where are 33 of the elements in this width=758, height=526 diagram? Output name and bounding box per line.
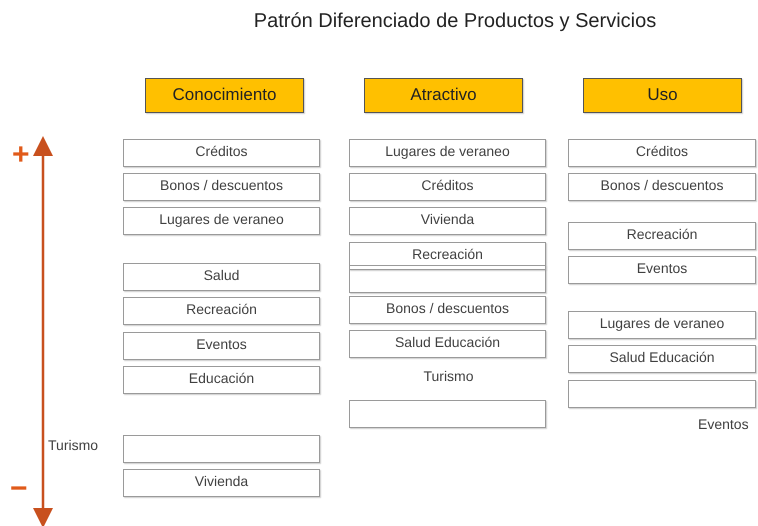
item-box: Vivienda (123, 469, 320, 497)
text-label: Turismo (48, 437, 98, 453)
plus-sign: + (12, 140, 30, 170)
item-box: Bonos / descuentos (123, 173, 320, 201)
item-box: Lugares de veraneo (349, 139, 546, 167)
item-box: Salud Educación (349, 330, 546, 358)
title: Patrón Diferenciado de Productos y Servicios (252, 10, 658, 33)
item-box: Créditos (568, 139, 756, 167)
item-box: Eventos (568, 256, 756, 284)
item-box: Salud Educación (568, 345, 756, 373)
item-box: Bonos / descuentos (349, 296, 546, 324)
item-box: Educación (123, 366, 320, 394)
item-box: Créditos (349, 173, 546, 201)
text-label: Turismo (422, 368, 475, 384)
item-box: Vivienda (349, 207, 546, 235)
empty-box (349, 265, 546, 293)
minus-sign: − (10, 474, 28, 504)
item-box: Lugares de veraneo (568, 311, 756, 339)
header-box: Uso (583, 78, 742, 113)
item-box: Recreación (349, 242, 546, 270)
item-box: Recreación (568, 222, 756, 250)
header-box: Atractivo (364, 78, 523, 113)
item-box: Recreación (123, 297, 320, 325)
empty-box (123, 435, 320, 463)
empty-box (568, 380, 756, 408)
empty-box (349, 400, 546, 428)
header-box: Conocimiento (145, 78, 304, 113)
item-box: Lugares de veraneo (123, 207, 320, 235)
item-box: Salud (123, 263, 320, 291)
item-box: Créditos (123, 139, 320, 167)
item-box: Bonos / descuentos (568, 173, 756, 201)
item-box: Eventos (123, 332, 320, 360)
text-label: Eventos (698, 416, 749, 432)
